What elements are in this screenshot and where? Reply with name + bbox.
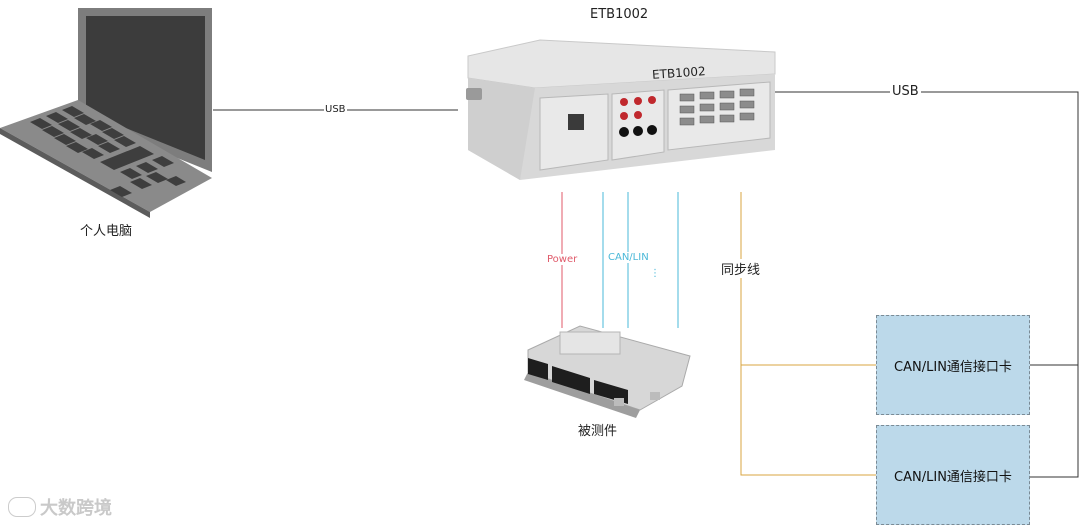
can-lin-card-1: CAN/LIN通信接口卡 (876, 315, 1030, 415)
watermark-text: 大数跨境 (40, 498, 112, 519)
power-label: Power (547, 254, 578, 265)
sync-line-label: 同步线 (721, 259, 761, 278)
watermark-logo-icon (8, 497, 36, 517)
pc-label: 个人电脑 (80, 224, 133, 239)
can-lin-label: CAN/LIN (608, 252, 649, 263)
can-lin-card-2: CAN/LIN通信接口卡 (876, 425, 1030, 525)
usb-cards-label: USB (890, 84, 921, 99)
dut-label: 被测件 (578, 424, 618, 439)
can-lin-card-label: CAN/LIN通信接口卡 (894, 359, 1012, 375)
device-title: ETB1002 (590, 7, 649, 22)
more-channels-ellipsis: ⋮ (650, 268, 660, 279)
can-lin-card-label: CAN/LIN通信接口卡 (894, 469, 1012, 485)
watermark: 大数跨境 (8, 494, 112, 520)
usb-pc-label: USB (324, 104, 347, 115)
